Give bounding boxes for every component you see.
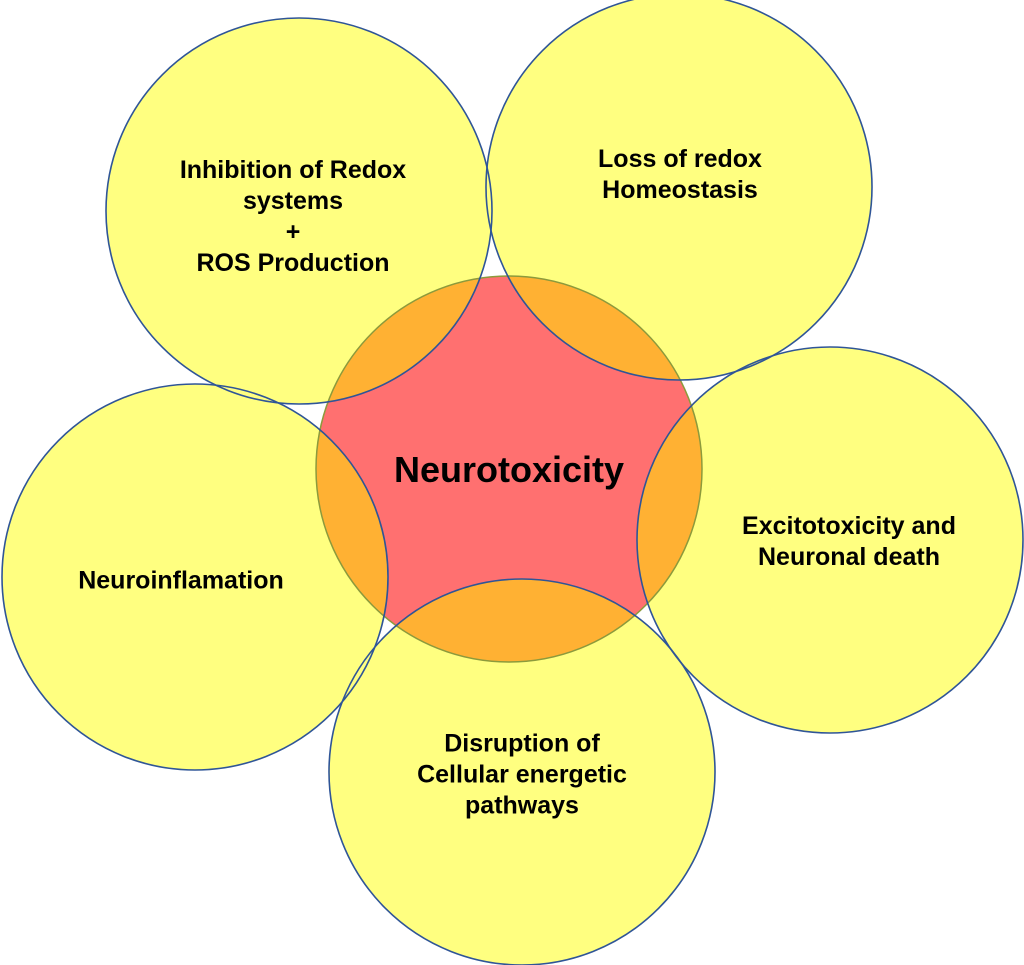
label-line: pathways xyxy=(465,791,579,820)
node-circle-redox-homeostasis xyxy=(486,0,872,380)
label-line: Neuroinflamation xyxy=(78,566,284,595)
node-outline-energetic xyxy=(328,578,716,965)
label-line: ROS Production xyxy=(196,249,390,277)
node-outline-excitotoxicity xyxy=(636,346,1024,734)
node-label-neuroinflammation: Neuroinflamation xyxy=(78,566,284,597)
center-label: Neurotoxicity xyxy=(393,449,625,490)
node-outline-redox-inhibition xyxy=(105,17,493,405)
center-circle-outline xyxy=(315,275,703,663)
node-label-redox-inhibition: Inhibition of Redox systems + ROS Produc… xyxy=(180,155,406,279)
node-label-energetic: Disruption of Cellular energetic pathway… xyxy=(417,729,627,822)
node-outline-redox-homeostasis xyxy=(485,0,873,381)
label-line: Inhibition of Redox xyxy=(179,156,407,184)
label-line: systems xyxy=(242,187,344,215)
node-label-redox-homeostasis: Loss of redox Homeostasis xyxy=(598,144,762,206)
label-line: Homeostasis xyxy=(602,176,758,204)
label-line: Loss of redox xyxy=(598,145,762,173)
center-circle xyxy=(316,276,702,662)
node-circle-redox-inhibition xyxy=(106,18,492,404)
label-line: Disruption of xyxy=(444,729,600,758)
node-label-excitotoxicity: Excitotoxicity and Neuronal death xyxy=(742,511,956,573)
node-circle-neuroinflammation xyxy=(2,384,388,770)
node-circle-energetic xyxy=(329,579,715,965)
node-outline-neuroinflammation xyxy=(1,383,389,771)
label-line: Cellular energetic xyxy=(417,760,627,789)
label-line: Excitotoxicity and xyxy=(742,512,956,540)
node-circle-excitotoxicity xyxy=(637,347,1023,733)
label-line: Neuronal death xyxy=(758,543,940,571)
label-line: + xyxy=(285,218,301,246)
